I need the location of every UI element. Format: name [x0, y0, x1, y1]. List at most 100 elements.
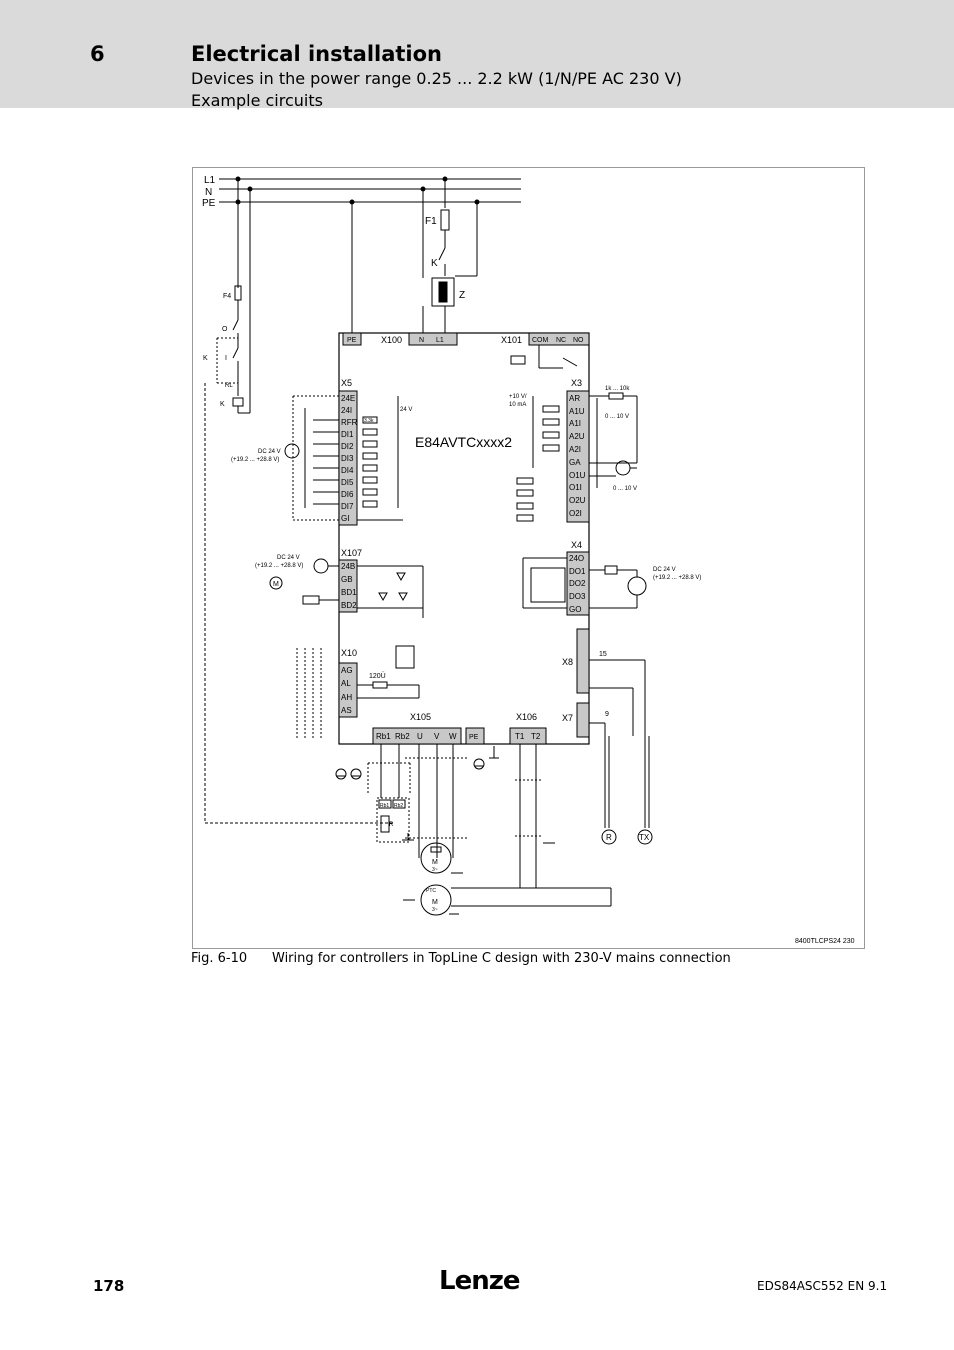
x3-pin-a1u: A1U: [569, 407, 585, 416]
x107-pin-bd2: BD2: [341, 601, 357, 610]
left-control-circuit: F4 O K I RL K: [203, 179, 393, 824]
x100-l1: L1: [436, 337, 444, 344]
x107-label: X107: [341, 548, 362, 558]
pot-range: 1k ... 10k: [605, 386, 630, 392]
chapter-number: 6: [90, 42, 105, 66]
termination-resistor: [372, 681, 388, 689]
motor-1-label: M: [432, 859, 438, 866]
range-in: 0 ... 10 V: [605, 414, 629, 420]
x5-pin-di3: DI3: [341, 454, 354, 463]
mains-pe-label: PE: [202, 198, 216, 209]
x106-label: X106: [516, 712, 537, 722]
subtitle-line-1: Devices in the power range 0.25 ... 2.2 …: [191, 69, 682, 88]
x3-label: X3: [571, 378, 582, 388]
dc24-right: DC 24 V: [653, 567, 676, 573]
x4-pin-do1: DO1: [569, 567, 586, 576]
motor-2-sub: 3~: [432, 907, 438, 913]
res-3k3: 3.3k: [364, 418, 374, 424]
x105-pin-rb2: Rb2: [395, 732, 410, 741]
brake-r-label: R: [389, 822, 394, 828]
encoder-tx-label: TX: [639, 833, 650, 842]
x4-pin-do2: DO2: [569, 579, 586, 588]
x3-pin-a1i: A1I: [569, 419, 581, 428]
document-id: EDS84ASC552 EN 9.1: [757, 1279, 888, 1293]
dc24-brake-range: (+19.2 ... +28.8 V): [255, 563, 303, 569]
dip-switch: [395, 645, 415, 669]
range-out: 0 ... 10 V: [613, 486, 637, 492]
diagram-code: 8400TLCPS24 230: [795, 938, 855, 945]
encoder-tx-circle: [637, 829, 653, 845]
motor-1: M 3~: [420, 842, 452, 874]
x4-supply-source: [627, 576, 647, 596]
device-name: E84AVTCxxxx2: [415, 434, 512, 450]
x8-label: X8: [562, 657, 573, 667]
x10-pin-as: AS: [341, 706, 352, 715]
termination-resistor-label: 120Ü: [369, 672, 386, 680]
x5-pin-di6: DI6: [341, 490, 354, 499]
x5-input-switches: [292, 395, 339, 521]
brake-motor-label: M: [273, 581, 279, 588]
contactor-k-label: K: [431, 258, 438, 269]
switch-i-label: I: [225, 355, 227, 362]
x105-pe: PE: [469, 734, 479, 741]
x107-pin-gb: GB: [341, 575, 353, 584]
x5-pin-gi: GI: [341, 514, 349, 523]
x101-com: COM: [532, 337, 549, 344]
connector-x100: PE X100 N L1: [342, 332, 458, 346]
ground-icons: [335, 746, 555, 915]
relay-coil: [604, 565, 618, 575]
x105-pin-u: U: [417, 732, 423, 741]
x4-pin-do3: DO3: [569, 592, 586, 601]
mains-components: F1 K Z: [351, 179, 478, 333]
x8-pin-count: 15: [599, 651, 607, 658]
motor-2: PTC M 3~: [420, 884, 612, 916]
x3-pin-ga: GA: [569, 458, 581, 467]
k-relay-label: K: [220, 401, 225, 408]
fuse-f1-label: F1: [425, 216, 437, 227]
x107-pin-bd1: BD1: [341, 588, 357, 597]
brake-rb1: Rb1: [380, 803, 389, 809]
x3-internal-resistors: [516, 396, 560, 522]
subtitle: Devices in the power range 0.25 ... 2.2 …: [191, 68, 682, 112]
x106-pin-t1: T1: [515, 732, 525, 741]
dc24-brake: DC 24 V: [277, 555, 300, 561]
x100-n: N: [419, 337, 424, 344]
x4-internal-block: [530, 567, 566, 603]
connector-x5: X5 24E 24I RFR DI1 DI2 DI3 DI4 DI5 DI6 D…: [231, 378, 412, 526]
x101-nc: NC: [556, 337, 566, 344]
x5-pin-di4: DI4: [341, 466, 354, 475]
x105-pin-rb1: Rb1: [376, 732, 391, 741]
x3-pin-o1i: O1I: [569, 483, 582, 492]
x101-label: X101: [501, 335, 522, 345]
x10-pin-ag: AG: [341, 666, 353, 675]
connector-x107: X107 24B GB BD1 BD2 DC 24 V (+19.2 ... +…: [255, 548, 424, 618]
brake-rb2: Rb2: [394, 803, 403, 809]
connector-x4: X4 24O DO1 DO2 DO3 GO DC 24 V (+19.2 ...…: [522, 540, 701, 616]
connector-x101: X101 COM NC NO: [501, 332, 590, 369]
connector-x10: X10 AG AL AH AS 120Ü: [296, 645, 420, 738]
motor-2-label: M: [432, 899, 438, 906]
fuse-f4-label: F4: [223, 293, 231, 300]
x105-pin-v: V: [434, 732, 440, 741]
x4-label: X4: [571, 540, 582, 550]
x7-label: X7: [562, 713, 573, 723]
x3-ref-2: 10 mA: [509, 402, 526, 408]
x5-supply-source: [284, 443, 300, 459]
x3-pin-a2i: A2I: [569, 445, 581, 454]
wiring-diagram: L1 N PE F4 O K I RL K F1: [202, 175, 855, 945]
chapter-title: Electrical installation: [191, 42, 442, 66]
mains-n-label: N: [205, 187, 212, 198]
x10-pin-al: AL: [341, 679, 351, 688]
x3-pin-o2i: O2I: [569, 509, 582, 518]
reset-label: RL: [225, 383, 233, 389]
potentiometer: [608, 392, 624, 400]
motor-2-tag: PTC: [426, 888, 436, 894]
device-box: E84AVTCxxxx2: [338, 332, 590, 745]
x3-ref: +10 V/: [509, 394, 527, 400]
mains-lines: L1 N PE: [202, 175, 521, 209]
brake-resistor-box: Rb1 Rb2 R: [376, 797, 410, 843]
x10-pin-ah: AH: [341, 693, 352, 702]
switch-o-label: O: [222, 326, 228, 333]
x5-label: X5: [341, 378, 352, 388]
x100-label: X100: [381, 335, 402, 345]
